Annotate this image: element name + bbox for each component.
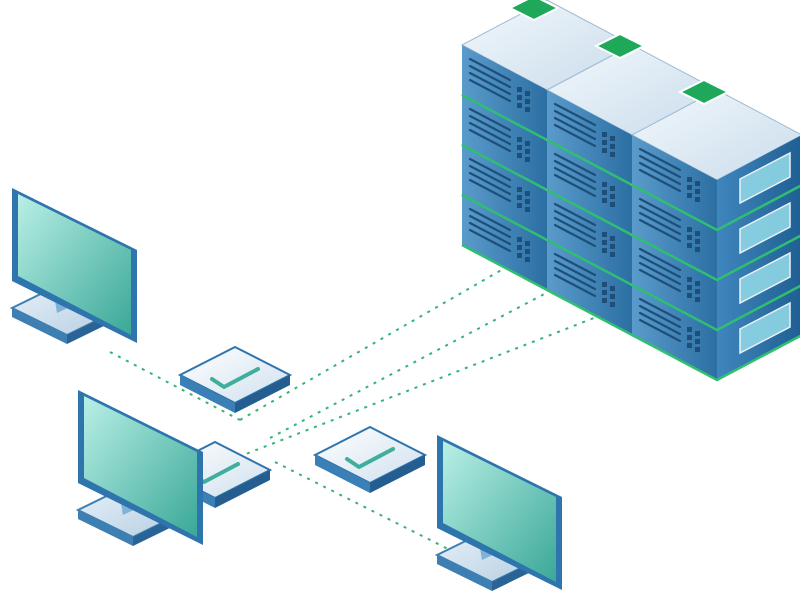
packet-tile-upper <box>178 345 292 415</box>
server-stack-right <box>630 78 800 382</box>
computer-bottom-right <box>436 434 563 592</box>
computer-center <box>77 389 204 547</box>
server-stack-middle <box>545 32 719 337</box>
status-chip-icon <box>507 0 561 22</box>
packet-tile-right <box>313 425 427 495</box>
status-chip-icon <box>677 78 731 106</box>
network-links <box>109 244 641 561</box>
computer-top-left <box>11 187 138 345</box>
server-stack-left <box>460 0 634 292</box>
status-chip-icon <box>593 32 647 60</box>
